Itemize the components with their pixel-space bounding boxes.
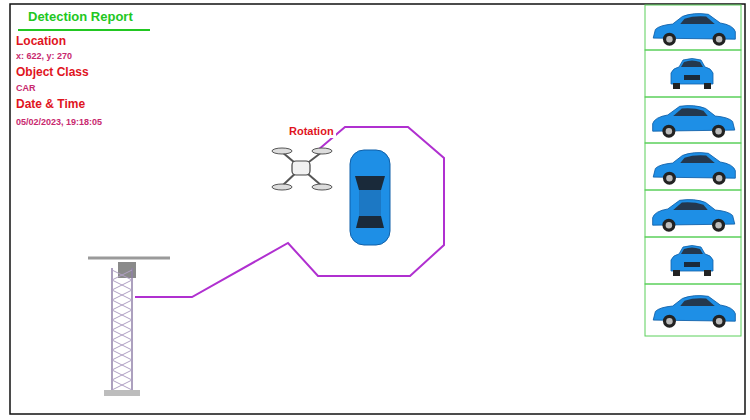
field-heading: Object Class bbox=[16, 66, 89, 80]
car-thumbnail bbox=[671, 246, 713, 277]
field-heading: Location bbox=[16, 35, 66, 49]
car-roof bbox=[359, 190, 381, 216]
car-thumbnail bbox=[671, 59, 713, 90]
thumbnail-frame bbox=[645, 97, 741, 143]
car-thumbnail bbox=[653, 106, 735, 138]
tower-lattice bbox=[112, 270, 132, 390]
thumbnail-frame bbox=[645, 190, 741, 237]
frame-border bbox=[10, 4, 745, 414]
tower-lattice bbox=[112, 270, 132, 390]
report-title: Detection Report bbox=[28, 10, 133, 25]
drone-rotor bbox=[312, 148, 332, 154]
car-thumbnail bbox=[653, 200, 735, 232]
car-rear-window bbox=[356, 216, 384, 228]
car-windshield bbox=[355, 176, 385, 190]
thumbnail-frame bbox=[645, 50, 741, 97]
field-value: x: 622, y: 270 bbox=[16, 51, 72, 61]
drone-rotor bbox=[312, 184, 332, 190]
car-body bbox=[350, 150, 390, 245]
field-value: CAR bbox=[16, 83, 36, 93]
drone-body bbox=[292, 161, 310, 175]
drone-icon bbox=[272, 148, 332, 190]
view-thumbnails bbox=[645, 5, 741, 336]
thumbnail-frame bbox=[645, 143, 741, 190]
car-thumbnail bbox=[653, 153, 735, 185]
field-value: 05/02/2023, 19:18:05 bbox=[16, 117, 102, 127]
car-thumbnail bbox=[653, 14, 735, 46]
tower-crossbar bbox=[88, 257, 170, 260]
thumbnail-frame bbox=[645, 284, 741, 336]
radio-tower bbox=[88, 258, 170, 396]
field-heading: Date & Time bbox=[16, 98, 85, 112]
tower-base bbox=[104, 390, 140, 396]
title-underline bbox=[18, 29, 150, 31]
thumbnail-frame bbox=[645, 237, 741, 284]
flight-path bbox=[135, 127, 444, 297]
drone-rotor bbox=[272, 184, 292, 190]
drone-rotor bbox=[272, 148, 292, 154]
rotation-label: Rotation bbox=[287, 125, 336, 138]
detected-car bbox=[350, 150, 390, 245]
car-thumbnail bbox=[653, 296, 735, 328]
thumbnail-frame bbox=[645, 5, 741, 50]
